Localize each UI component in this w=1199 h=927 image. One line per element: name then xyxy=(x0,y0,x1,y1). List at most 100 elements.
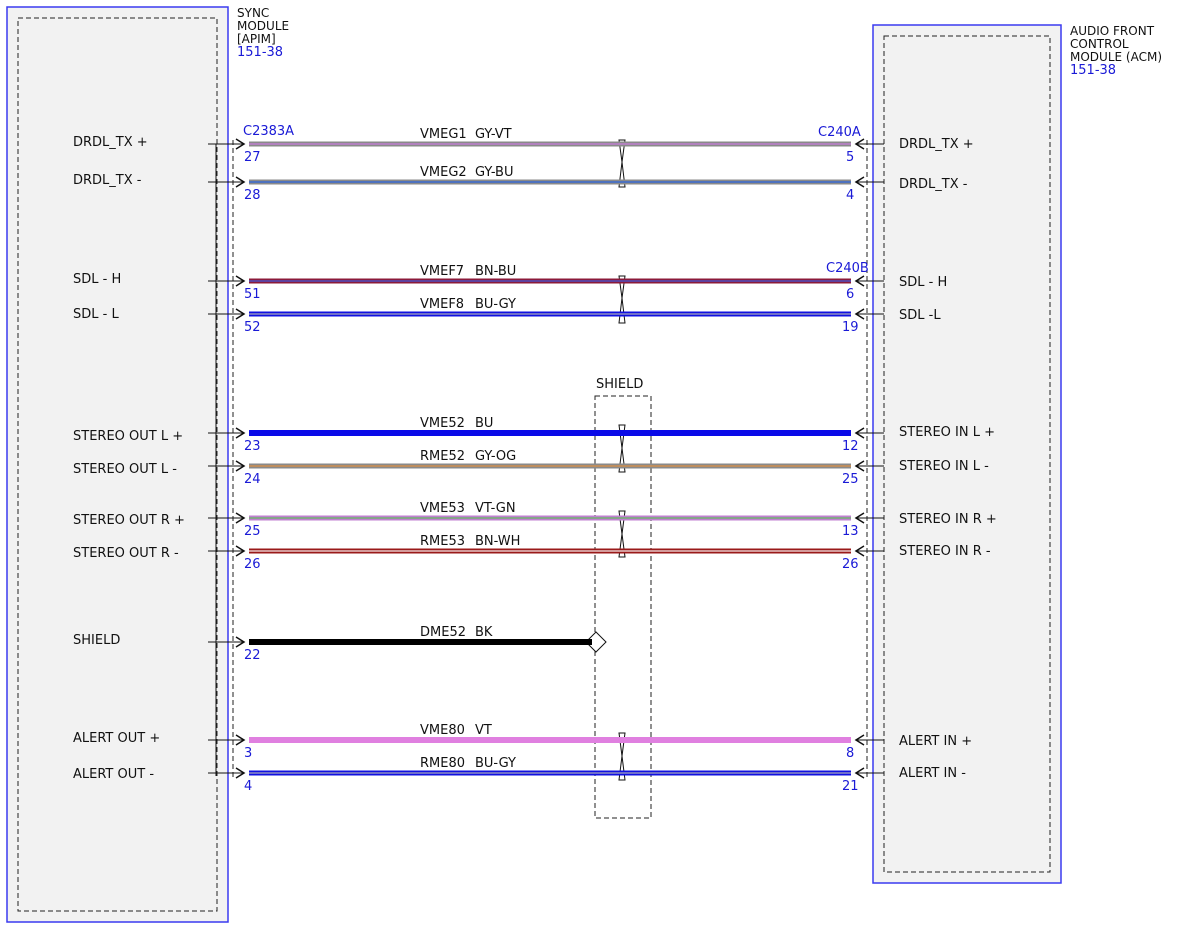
wire-color-code: BN-BU xyxy=(475,264,516,279)
right-pin-number[interactable]: 5 xyxy=(846,150,854,165)
acm-module-page-ref[interactable]: 151-38 xyxy=(1070,63,1116,78)
arrow-left-icon xyxy=(854,734,865,746)
wire-color-code: VT-GN xyxy=(475,501,516,516)
left-pin-number[interactable]: 26 xyxy=(244,557,261,572)
circuit-id: VMEG1 xyxy=(420,127,467,142)
arrow-right-icon xyxy=(235,460,246,472)
right-pin-label: STEREO IN L - xyxy=(899,459,989,474)
twist-markers xyxy=(618,139,626,781)
left-pin-number[interactable]: 28 xyxy=(244,188,261,203)
shield-label: SHIELD xyxy=(596,377,643,392)
shield-drain-diamond-icon xyxy=(585,631,607,653)
twist-icon xyxy=(618,275,626,324)
left-pin-label: SDL - L xyxy=(73,307,119,322)
wire-color-code: GY-VT xyxy=(475,127,512,142)
circuit-id: VMEF7 xyxy=(420,264,464,279)
arrow-right-icon xyxy=(235,767,246,779)
wire-color-code: BK xyxy=(475,625,493,640)
acm-module-inner-dash xyxy=(883,35,1051,873)
sync-module-box xyxy=(6,6,229,923)
left-pin-number[interactable]: 51 xyxy=(244,287,261,302)
right-pin-label: STEREO IN R - xyxy=(899,544,991,559)
left-pin-number[interactable]: 24 xyxy=(244,472,261,487)
left-pin-label: STEREO OUT L - xyxy=(73,462,177,477)
arrow-left-icon xyxy=(854,767,865,779)
arrow-right-icon xyxy=(235,734,246,746)
acm-module-title-1: AUDIO FRONT xyxy=(1070,24,1155,38)
right-pin-label: SDL - H xyxy=(899,275,947,290)
right-pin-number[interactable]: 26 xyxy=(842,557,859,572)
arrow-right-icon xyxy=(235,308,246,320)
wire-color-code: BU-GY xyxy=(475,756,516,771)
shield-box xyxy=(594,395,652,819)
left-pin-number[interactable]: 22 xyxy=(244,648,261,663)
left-pin-number[interactable]: 4 xyxy=(244,779,252,794)
sync-module-title-2: MODULE xyxy=(237,19,289,33)
arrow-right-icon xyxy=(235,512,246,524)
left-pin-number[interactable]: 23 xyxy=(244,439,261,454)
arrow-right-icon xyxy=(235,427,246,439)
wire-color-code: VT xyxy=(475,723,492,738)
wire-color-code: GY-OG xyxy=(475,449,516,464)
left-pin-label: DRDL_TX + xyxy=(73,135,148,150)
left-pin-label: STEREO OUT R - xyxy=(73,546,179,561)
circuit-id: VME53 xyxy=(420,501,465,516)
right-pin-label: DRDL_TX + xyxy=(899,137,974,152)
circuit-id: RME80 xyxy=(420,756,465,771)
right-pin-label: STEREO IN R + xyxy=(899,512,997,527)
left-pin-number[interactable]: 25 xyxy=(244,524,261,539)
right-pin-label: ALERT IN - xyxy=(899,766,966,781)
left-pin-label: ALERT OUT - xyxy=(73,767,154,782)
wire-color-code: BU xyxy=(475,416,493,431)
right-pin-label: DRDL_TX - xyxy=(899,177,968,192)
right-pin-label: STEREO IN L + xyxy=(899,425,995,440)
arrow-left-icon xyxy=(854,308,865,320)
acm-connector-b-id[interactable]: C240B xyxy=(826,261,869,276)
right-pin-label: ALERT IN + xyxy=(899,734,972,749)
right-pin-number[interactable]: 4 xyxy=(846,188,854,203)
right-pin-number[interactable]: 8 xyxy=(846,746,854,761)
sync-connector-id[interactable]: C2383A xyxy=(243,124,294,139)
twist-icon xyxy=(618,732,626,781)
right-pin-number[interactable]: 19 xyxy=(842,320,859,335)
left-pin-number[interactable]: 52 xyxy=(244,320,261,335)
right-pin-number[interactable]: 12 xyxy=(842,439,859,454)
arrow-right-icon xyxy=(235,636,246,648)
arrow-left-icon xyxy=(854,460,865,472)
arrow-left-icon xyxy=(854,138,865,150)
arrow-right-icon xyxy=(235,545,246,557)
wires-layer: DRDL_TX + 27 VMEG1 GY-VT 5 DRDL_TX + DRDL_TX -… xyxy=(73,127,997,794)
left-pin-label: ALERT OUT + xyxy=(73,731,160,746)
circuit-id: DME52 xyxy=(420,625,466,640)
sync-module-title-1: SYNC xyxy=(237,6,269,20)
wire-color-code: GY-BU xyxy=(475,165,514,180)
circuit-id: VME52 xyxy=(420,416,465,431)
left-pin-label: STEREO OUT R + xyxy=(73,513,185,528)
wire-color-code: BU-GY xyxy=(475,297,516,312)
sync-module-title-3: [APIM] xyxy=(237,32,276,46)
right-pin-label: SDL -L xyxy=(899,308,941,323)
right-pin-number[interactable]: 21 xyxy=(842,779,859,794)
arrow-right-icon xyxy=(235,176,246,188)
right-pin-number[interactable]: 25 xyxy=(842,472,859,487)
twist-icon xyxy=(618,424,626,473)
arrow-left-icon xyxy=(854,545,865,557)
circuit-id: RME52 xyxy=(420,449,465,464)
twist-icon xyxy=(618,510,626,558)
acm-module-title-2: CONTROL xyxy=(1070,37,1129,51)
right-pin-number[interactable]: 6 xyxy=(846,287,854,302)
arrow-right-icon xyxy=(235,138,246,150)
twist-icon xyxy=(618,139,626,188)
arrow-left-icon xyxy=(854,427,865,439)
circuit-id: VME80 xyxy=(420,723,465,738)
left-pin-number[interactable]: 3 xyxy=(244,746,252,761)
sync-module-page-ref[interactable]: 151-38 xyxy=(237,45,283,60)
sync-module-inner-dash xyxy=(17,17,218,912)
circuit-id: VMEG2 xyxy=(420,165,467,180)
left-pin-label: SDL - H xyxy=(73,272,121,287)
right-pin-number[interactable]: 13 xyxy=(842,524,859,539)
left-pin-label: DRDL_TX - xyxy=(73,173,142,188)
left-pin-number[interactable]: 27 xyxy=(244,150,261,165)
acm-connector-a-id[interactable]: C240A xyxy=(818,125,861,140)
